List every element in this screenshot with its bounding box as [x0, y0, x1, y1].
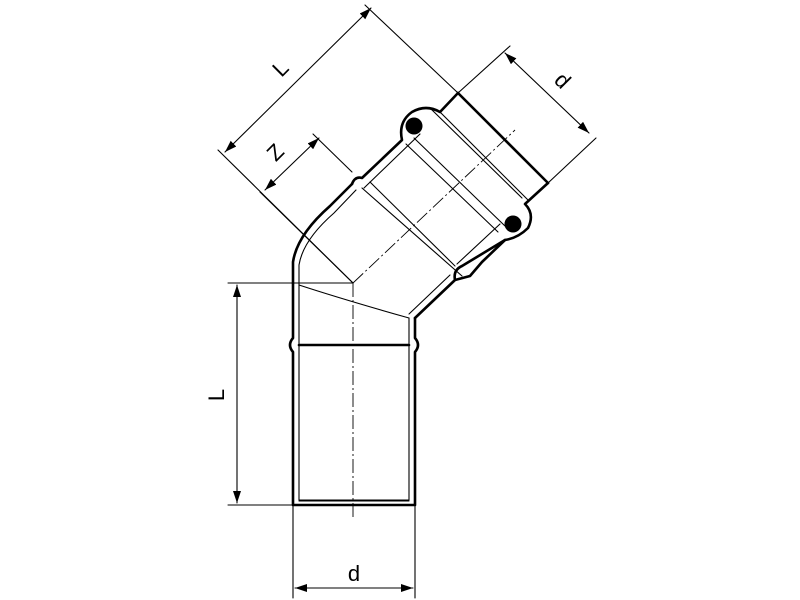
o-ring-upper — [405, 117, 423, 135]
extension-lines — [217, 4, 597, 599]
label-upper-length: L — [267, 55, 293, 81]
dimension-line-z — [264, 137, 320, 191]
dimension-line-upper-length — [224, 7, 372, 153]
elbow-bend — [291, 182, 507, 320]
label-z: Z — [262, 139, 289, 166]
centerline-angled — [352, 129, 516, 284]
label-lower-diameter: d — [348, 561, 360, 586]
lower-socket — [288, 281, 420, 507]
upper-socket — [350, 91, 550, 282]
dimension-line-upper-diameter — [504, 52, 590, 134]
pipe-end-face — [456, 91, 550, 185]
label-lower-length: L — [204, 389, 229, 401]
o-ring-lower — [504, 215, 522, 233]
label-upper-diameter: d — [549, 67, 575, 93]
